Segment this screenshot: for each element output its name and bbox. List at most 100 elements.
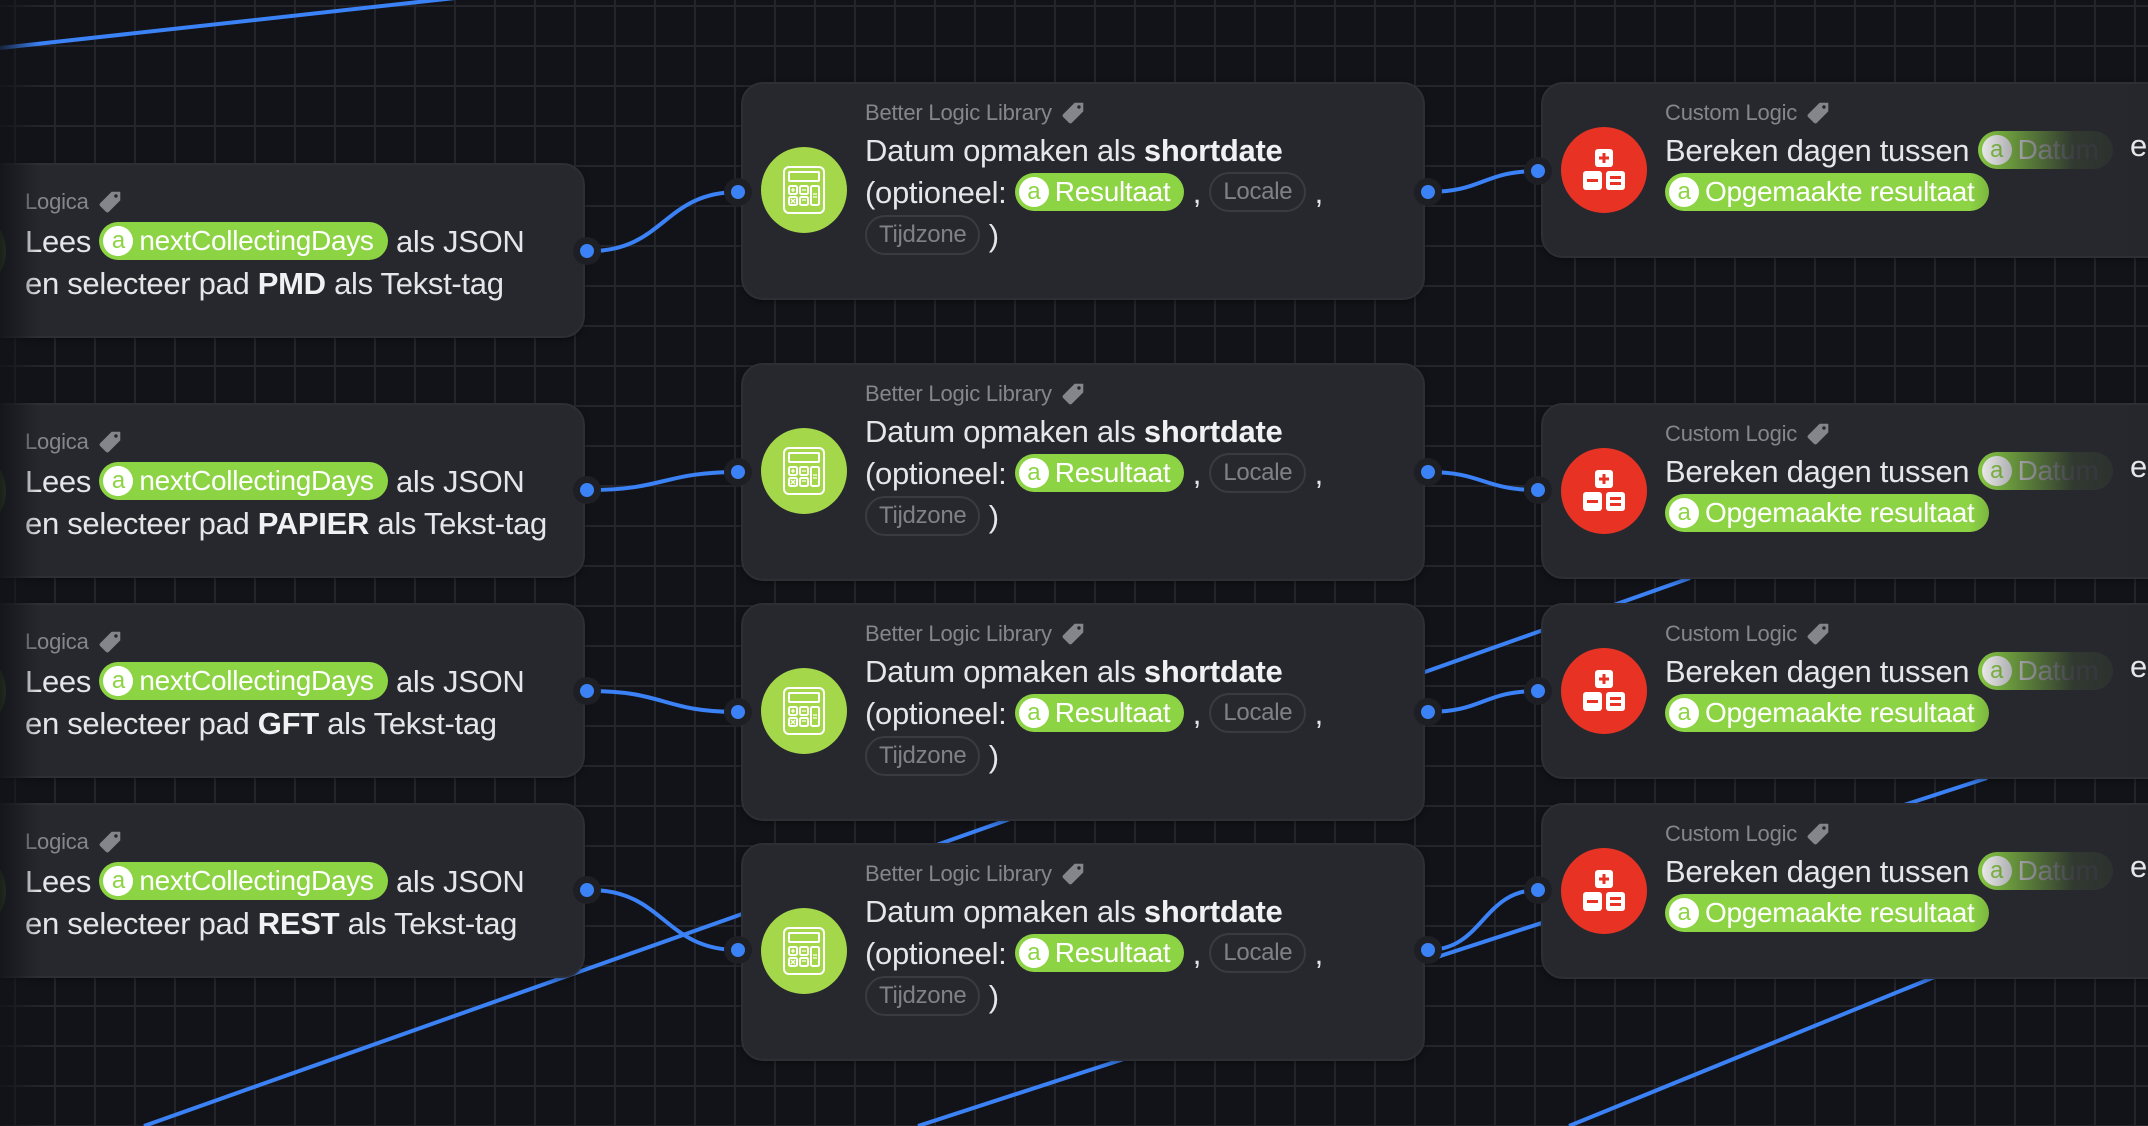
timezone-arg[interactable]: Tijdzone bbox=[865, 735, 981, 776]
locale-arg[interactable]: Locale bbox=[1209, 171, 1307, 212]
output-port[interactable] bbox=[580, 244, 594, 258]
tag-icon[interactable] bbox=[97, 629, 123, 655]
math-operators-icon bbox=[1561, 127, 1647, 213]
input-port[interactable] bbox=[1531, 684, 1545, 698]
format-date-card[interactable]: Better Logic Library Datum opmaken als s… bbox=[741, 603, 1425, 821]
output-port[interactable] bbox=[1421, 943, 1435, 957]
next-card-edge[interactable]: e bbox=[2128, 603, 2148, 779]
format-name[interactable]: shortdate bbox=[1143, 133, 1283, 168]
tag-icon[interactable] bbox=[97, 189, 123, 215]
output-port[interactable] bbox=[1421, 465, 1435, 479]
input-port[interactable] bbox=[731, 185, 745, 199]
text-optioneel: (optioneel: bbox=[865, 696, 1007, 731]
wire-format-to-calc[interactable] bbox=[1427, 888, 1539, 952]
input-port[interactable] bbox=[1531, 483, 1545, 497]
text-bereken-dagen: Bereken dagen tussen bbox=[1665, 654, 1970, 689]
card-category: Logica bbox=[25, 429, 123, 455]
timezone-arg[interactable]: Tijdzone bbox=[865, 495, 981, 536]
text-datum-opmaken: Datum opmaken als bbox=[865, 133, 1136, 168]
input-port[interactable] bbox=[1531, 883, 1545, 897]
wire-format-to-calc[interactable] bbox=[1427, 169, 1539, 194]
text-lees: Lees bbox=[25, 864, 92, 899]
tag-icon[interactable] bbox=[1805, 621, 1831, 647]
text-tekst-tag: als Tekst-tag bbox=[347, 906, 518, 941]
format-name[interactable]: shortdate bbox=[1143, 894, 1283, 929]
output-port[interactable] bbox=[1421, 705, 1435, 719]
tag-icon[interactable] bbox=[97, 829, 123, 855]
tag-icon[interactable] bbox=[97, 429, 123, 455]
text-tekst-tag: als Tekst-tag bbox=[377, 506, 547, 541]
wire-format-to-calc[interactable] bbox=[1427, 470, 1539, 492]
output-port[interactable] bbox=[580, 483, 594, 497]
next-card-edge[interactable]: e bbox=[2128, 82, 2148, 258]
locale-arg[interactable]: Locale bbox=[1209, 692, 1307, 733]
timezone-arg[interactable]: Tijdzone bbox=[865, 975, 981, 1016]
variable-badge-icon: a bbox=[1669, 176, 1699, 207]
timezone-arg[interactable]: Tijdzone bbox=[865, 214, 981, 255]
tag-icon[interactable] bbox=[1805, 421, 1831, 447]
tag-icon[interactable] bbox=[1060, 861, 1086, 887]
input-port[interactable] bbox=[731, 943, 745, 957]
format-date-card[interactable]: Better Logic Library Datum opmaken als s… bbox=[741, 843, 1425, 1061]
wire-logic-to-format[interactable] bbox=[589, 470, 739, 492]
next-card-edge[interactable]: e bbox=[2128, 803, 2148, 979]
json-path: PAPIER bbox=[257, 506, 370, 541]
next-card-edge[interactable]: e bbox=[2128, 403, 2148, 579]
format-card-text: Datum opmaken als shortdate(optioneel: a… bbox=[865, 891, 1405, 1019]
calculator-icon bbox=[761, 428, 847, 514]
locale-arg[interactable]: Locale bbox=[1209, 932, 1307, 973]
output-port[interactable] bbox=[580, 883, 594, 897]
text-datum-opmaken: Datum opmaken als bbox=[865, 894, 1136, 929]
tag-icon[interactable] bbox=[1060, 621, 1086, 647]
json-path: REST bbox=[257, 906, 340, 941]
output-port[interactable] bbox=[580, 684, 594, 698]
output-port[interactable] bbox=[1421, 185, 1435, 199]
input-port[interactable] bbox=[1531, 164, 1545, 178]
comma: , bbox=[1192, 456, 1202, 491]
locale-arg[interactable]: Locale bbox=[1209, 452, 1307, 493]
tag-icon[interactable] bbox=[1805, 100, 1831, 126]
input-port[interactable] bbox=[731, 705, 745, 719]
format-date-card[interactable]: Better Logic Library Datum opmaken als s… bbox=[741, 82, 1425, 300]
tag-icon[interactable] bbox=[1805, 821, 1831, 847]
wire-format-to-calc[interactable] bbox=[1427, 689, 1539, 714]
tag-icon[interactable] bbox=[1060, 100, 1086, 126]
format-name[interactable]: shortdate bbox=[1143, 414, 1283, 449]
tag-icon[interactable] bbox=[1060, 381, 1086, 407]
wire-logic-to-format[interactable] bbox=[589, 689, 739, 714]
result-pill-label: Resultaat bbox=[1054, 456, 1171, 488]
input-port[interactable] bbox=[731, 465, 745, 479]
variable-badge-icon: a bbox=[103, 465, 134, 496]
wire-logic-to-format[interactable] bbox=[589, 190, 739, 253]
wire-background[interactable] bbox=[0, 0, 456, 50]
wire-logic-to-format[interactable] bbox=[589, 888, 739, 952]
category-text: Logica bbox=[25, 189, 89, 214]
format-date-card[interactable]: Better Logic Library Datum opmaken als s… bbox=[741, 363, 1425, 581]
format-name[interactable]: shortdate bbox=[1143, 654, 1283, 689]
